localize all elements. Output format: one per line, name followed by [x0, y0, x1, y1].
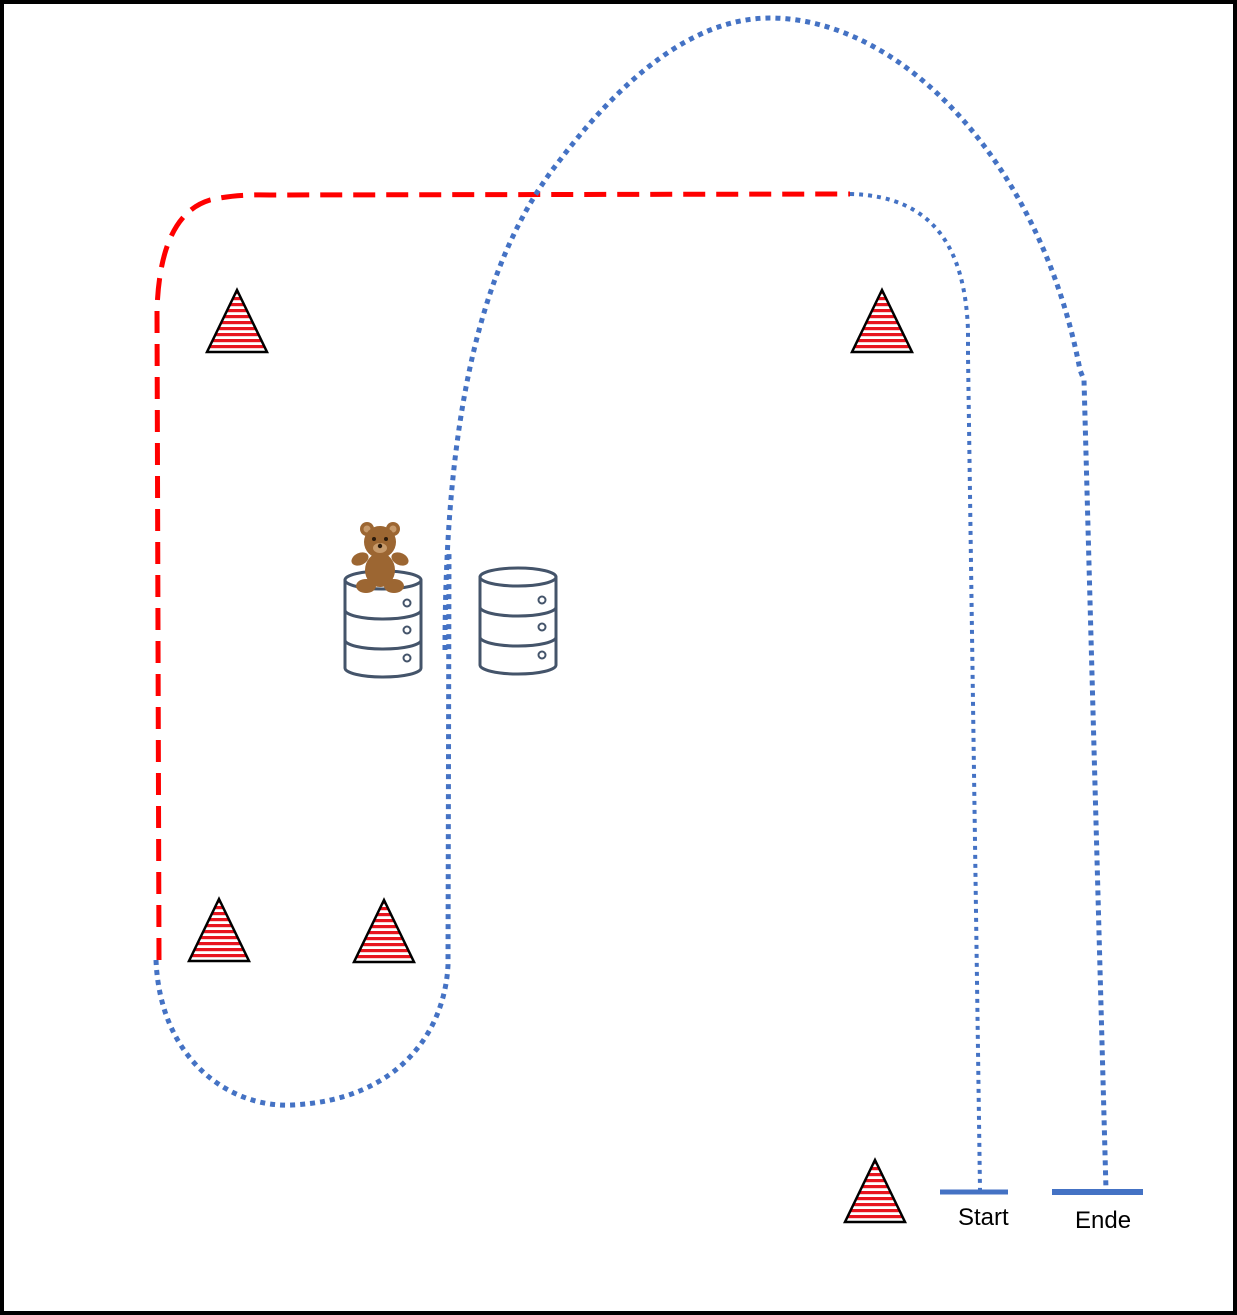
- teddy-bear-icon: [351, 522, 409, 593]
- traffic-cone-icon: [205, 288, 269, 354]
- traffic-cone-icon: [850, 288, 914, 354]
- blue-path-to-start: [849, 192, 982, 1191]
- traffic-cone-icon: [187, 897, 251, 963]
- start-label: Start: [958, 1204, 1009, 1231]
- blue-path-to-end: [442, 15, 1109, 1191]
- traffic-cone-icon: [843, 1158, 907, 1224]
- red-dashed-path: [154, 191, 851, 961]
- blue-path-bottom-loop: [153, 549, 452, 1108]
- barrel-icon: [478, 566, 558, 676]
- traffic-cone-icon: [352, 898, 416, 964]
- end-label: Ende: [1075, 1207, 1132, 1234]
